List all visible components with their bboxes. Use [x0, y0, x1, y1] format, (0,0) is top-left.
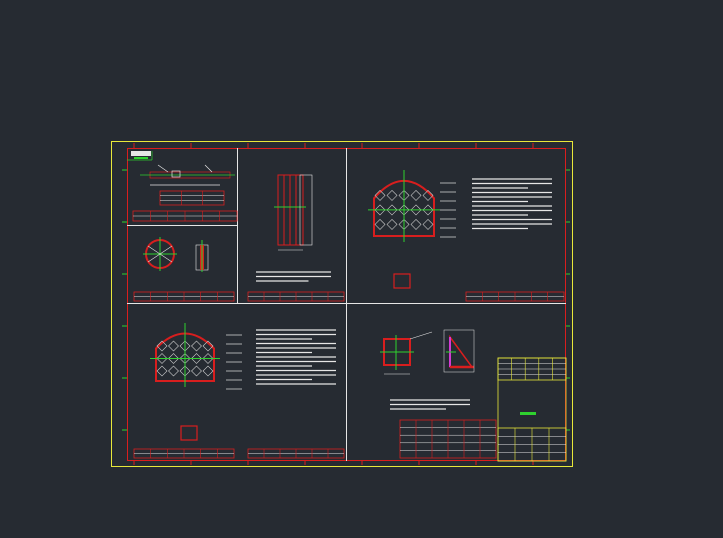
sheet-border	[111, 141, 573, 467]
hatch-diamond	[374, 189, 386, 201]
hatch-diamond	[422, 189, 434, 201]
title-mark	[520, 412, 536, 415]
hatch-diamond	[179, 365, 191, 377]
foundation-detail	[393, 273, 411, 289]
hatch-diamond	[202, 365, 214, 377]
hatch-diamond	[410, 218, 422, 230]
hatch-diamond	[410, 189, 422, 201]
table-outline	[159, 190, 225, 206]
rebar-elevation	[274, 174, 313, 251]
hatch-diamond	[386, 189, 398, 201]
hatch-diamond	[156, 340, 168, 352]
anchor-detail	[195, 240, 209, 272]
hatch-diamond	[168, 365, 179, 377]
note-text-lines	[226, 178, 552, 410]
hatch-diamond	[191, 365, 202, 377]
frame-ticks	[122, 143, 570, 465]
tunnel-outline	[373, 179, 435, 237]
foundation-detail	[180, 425, 198, 441]
triangle-bracket-detail	[443, 329, 475, 373]
tunnel-sections	[150, 170, 440, 441]
box-section-detail	[380, 331, 433, 375]
hatch-diamond	[374, 218, 386, 230]
tunnel-outline	[155, 332, 215, 382]
hatch-diamond	[398, 218, 410, 230]
hatch-diamond	[398, 189, 410, 201]
title-tables	[132, 190, 567, 462]
hatch-diamond	[386, 218, 398, 230]
circular-section	[143, 237, 177, 271]
hatch-diamond	[168, 340, 179, 352]
hatch-diamond	[422, 218, 434, 230]
plan-detail	[127, 151, 235, 186]
hatch-diamond	[179, 340, 191, 352]
hatch-diamond	[202, 340, 214, 352]
hatch-diamond	[191, 340, 202, 352]
hatch-diamond	[156, 365, 168, 377]
